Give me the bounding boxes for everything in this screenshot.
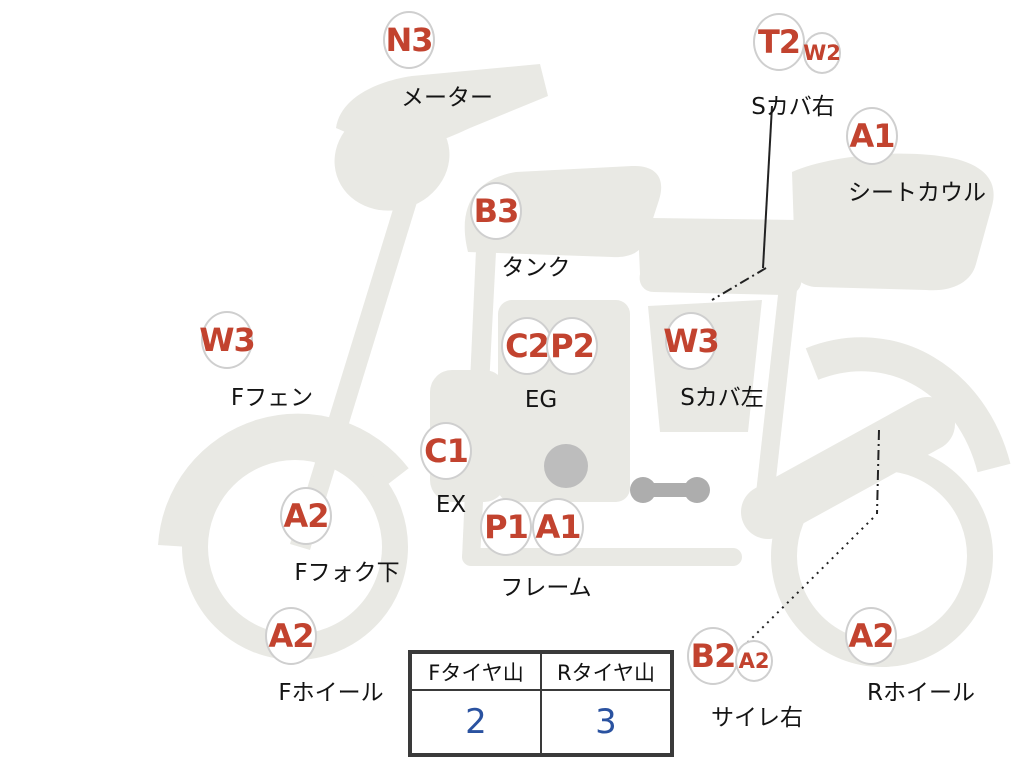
lower-frame-shape — [462, 548, 742, 566]
engine-hub — [544, 444, 588, 488]
grade-badge-meter: N3 — [383, 11, 435, 69]
grade-badge-frame-2: A1 — [532, 498, 584, 556]
tire-tread-table: Fタイヤ山 Rタイヤ山 2 3 — [408, 650, 674, 757]
part-label-side-cover-right: Sカバ右 — [751, 94, 835, 120]
part-label-front-fender: Fフェン — [230, 385, 314, 411]
tire-table-header-front: Fタイヤ山 — [411, 653, 541, 690]
leader-line-side-cover-right — [762, 105, 773, 269]
part-label-tank: タンク — [501, 255, 571, 281]
part-label-meter: メーター — [401, 85, 493, 111]
front-fork-shape — [290, 128, 438, 550]
grade-badge-front-wheel: A2 — [265, 607, 317, 665]
part-label-frame: フレーム — [500, 575, 592, 601]
grade-badge-side-cover-right: T2 — [753, 13, 805, 71]
part-label-silencer-right: サイレ右 — [711, 705, 803, 731]
grade-badge-side-cover-right-sub: W2 — [803, 32, 841, 74]
part-label-engine: EG — [524, 387, 558, 413]
grade-badge-tank: B3 — [470, 182, 522, 240]
part-label-exhaust: EX — [435, 492, 467, 518]
grade-badge-silencer-right: B2 — [687, 627, 739, 685]
grade-badge-engine-2: P2 — [546, 317, 598, 375]
grade-badge-silencer-right-sub: A2 — [735, 640, 773, 682]
grade-badge-side-cover-left: W3 — [663, 312, 720, 370]
grade-badge-engine: C2 — [501, 317, 553, 375]
front-fender-shape — [158, 413, 409, 548]
seat-shape — [638, 218, 811, 296]
tire-table-header-rear: Rタイヤ山 — [541, 653, 671, 690]
grade-badge-front-fork-lower: A2 — [280, 487, 332, 545]
grade-badge-frame: P1 — [480, 498, 532, 556]
seat-cowl-shape — [792, 153, 994, 291]
muffler-shape — [741, 397, 955, 539]
tank-shape — [464, 165, 662, 258]
leader-line-silencer-dashdot — [876, 429, 880, 515]
grade-badge-rear-wheel: A2 — [845, 607, 897, 665]
grade-badge-front-fender: W3 — [199, 311, 256, 369]
part-label-side-cover-left: Sカバ左 — [680, 385, 764, 411]
grade-badge-seat-cowl: A1 — [846, 107, 898, 165]
part-label-rear-wheel: Rホイール — [867, 680, 975, 706]
headlight-shape — [334, 105, 450, 211]
footpeg-bar — [643, 483, 697, 497]
grade-badge-exhaust: C1 — [420, 422, 472, 480]
rear-fender-shape — [805, 337, 1011, 473]
tire-table-value-rear: 3 — [541, 690, 671, 754]
part-label-front-fork-lower: Fフォク下 — [294, 560, 400, 586]
part-label-seat-cowl: シートカウル — [848, 180, 986, 206]
leader-line-silencer-dotted — [747, 517, 874, 643]
rear-frame-shape — [754, 286, 797, 515]
tire-table-value-front: 2 — [411, 690, 541, 754]
part-label-front-wheel: Fホイール — [278, 680, 384, 706]
